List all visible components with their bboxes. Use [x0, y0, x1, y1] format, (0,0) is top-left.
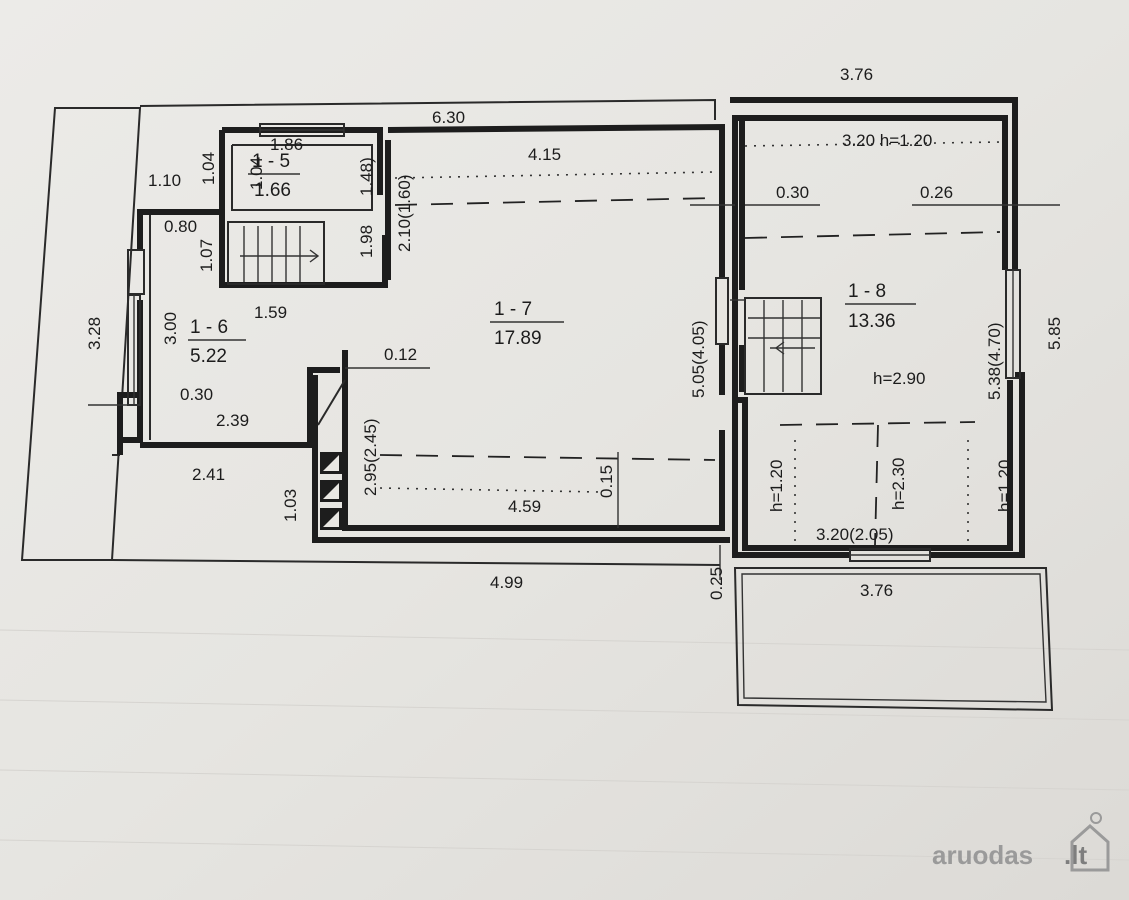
dim-3-76-bottom: 3.76 — [860, 581, 893, 600]
dim-1-07: 1.07 — [197, 239, 216, 272]
dim-h-1-20-right: h=1.20 — [995, 460, 1014, 512]
watermark-brand: aruodas — [932, 840, 1033, 870]
dim-0-25: 0.25 — [707, 567, 726, 600]
dim-0-30-left: 0.30 — [180, 385, 213, 404]
dim-3-00: 3.00 — [161, 312, 180, 345]
dim-h-2-30: h=2.30 — [889, 458, 908, 510]
dim-4-99: 4.99 — [490, 573, 523, 592]
dim-2-95: 2.95(2.45) — [361, 419, 380, 497]
chimney-blocks — [317, 379, 346, 530]
dim-4-59: 4.59 — [508, 497, 541, 516]
dim-1-04-b: 1.04 — [247, 157, 266, 190]
dim-2-39: 2.39 — [216, 411, 249, 430]
dim-0-30-right: 0.30 — [776, 183, 809, 202]
dot-icon — [1090, 812, 1102, 824]
dim-1-03: 1.03 — [281, 489, 300, 522]
dim-1-98: 1.98 — [357, 225, 376, 258]
dim-4-15: 4.15 — [528, 145, 561, 164]
dim-5-38: 5.38(4.70) — [985, 323, 1004, 401]
room-labels: 1 - 5 1.66 1 - 6 5.22 1 - 7 17.89 1 - 8 … — [188, 151, 916, 367]
dim-h-2-90: h=2.90 — [873, 369, 925, 388]
room-1-8-area: 13.36 — [848, 311, 896, 332]
bottom-balcony — [733, 567, 1054, 712]
dim-2-10: 2.10(1.60) — [395, 175, 414, 253]
room-1-7-area: 17.89 — [494, 328, 542, 349]
stairs-large — [744, 297, 822, 395]
room-1-7-id: 1 - 7 — [494, 299, 532, 320]
dim-6-30: 6.30 — [432, 108, 465, 127]
dim-1-86: 1.86 — [270, 135, 303, 154]
dim-2-41: 2.41 — [192, 465, 225, 484]
dim-0-15: 0.15 — [597, 465, 616, 498]
dim-0-80: 0.80 — [164, 217, 197, 236]
dim-1-48: 1.48) — [357, 157, 376, 196]
dim-3-20-h: 3.20 h=1.20 — [842, 131, 932, 150]
dim-3-20-2-05: 3.20(2.05) — [816, 525, 894, 544]
house-icon — [1070, 823, 1110, 872]
stairs-small — [227, 221, 325, 285]
height-lines — [379, 141, 1001, 546]
room-1-6-id: 1 - 6 — [190, 317, 228, 338]
aruodas-watermark: aruodas .lt — [932, 812, 1110, 872]
dim-1-10: 1.10 — [148, 171, 181, 190]
dim-3-28: 3.28 — [85, 317, 104, 350]
paper-ruling — [0, 629, 1129, 861]
dim-0-12: 0.12 — [384, 345, 417, 364]
dim-1-04-a: 1.04 — [199, 152, 218, 185]
room-1-5-id: 1 - 5 — [252, 151, 290, 172]
room-1-8-id: 1 - 8 — [848, 281, 886, 302]
dimension-labels: 3.76 6.30 1.86 1.04 1.04 1.48) 1.10 4.15… — [85, 65, 1064, 600]
dim-h-1-20-left: h=1.20 — [767, 460, 786, 512]
dim-5-85: 5.85 — [1045, 317, 1064, 350]
room-1-5-area: 1.66 — [254, 180, 291, 201]
dimension-lines — [88, 204, 1060, 580]
dim-0-26: 0.26 — [920, 183, 953, 202]
dim-5-05: 5.05(4.05) — [689, 321, 708, 399]
watermark-tld: .lt — [1064, 840, 1087, 870]
dim-1-59: 1.59 — [254, 303, 287, 322]
dim-3-76-top: 3.76 — [840, 65, 873, 84]
room-1-6-area: 5.22 — [190, 346, 227, 367]
